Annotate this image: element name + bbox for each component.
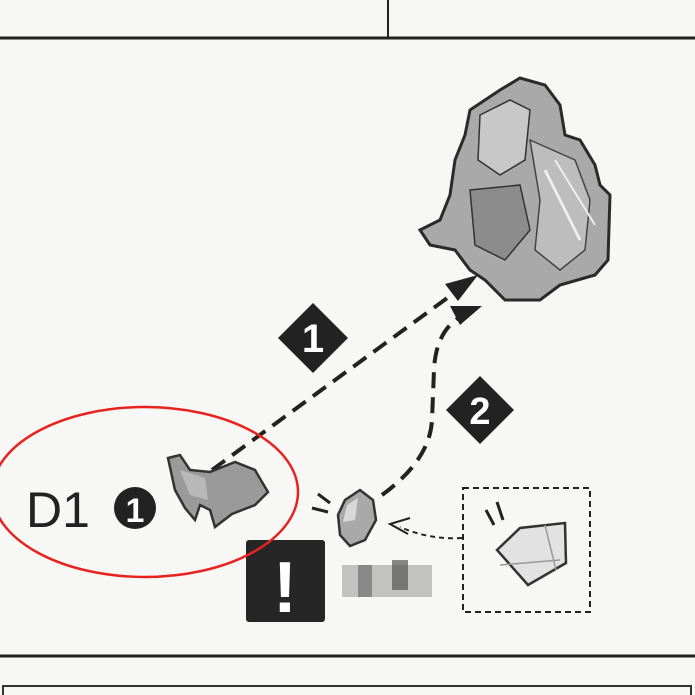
step-marker-2: 2 bbox=[446, 376, 514, 444]
small-part-illustration bbox=[311, 488, 378, 548]
quantity-badge-label: 1 bbox=[126, 492, 145, 530]
dotted-arrow bbox=[399, 526, 463, 540]
step-marker-2-label: 2 bbox=[469, 391, 490, 433]
quantity-badge bbox=[114, 487, 156, 529]
blurred-region bbox=[342, 560, 432, 597]
part-label-d1: D1 bbox=[26, 482, 90, 538]
detail-box bbox=[462, 487, 591, 613]
highlight-ellipse bbox=[0, 405, 300, 579]
dotted-arrowhead bbox=[387, 517, 411, 535]
step-marker-1-label: 1 bbox=[302, 317, 324, 361]
arrowhead-2 bbox=[450, 306, 482, 325]
detail-part-illustration bbox=[484, 501, 568, 587]
caution-symbol: ! bbox=[273, 548, 297, 628]
part-d1-illustration bbox=[166, 453, 270, 530]
dashed-arrow-1 bbox=[210, 283, 467, 472]
dashed-arrow-2 bbox=[380, 310, 471, 497]
step-marker-1: 1 bbox=[278, 303, 348, 373]
next-panel-border bbox=[2, 685, 692, 695]
head-assembly-illustration bbox=[417, 76, 612, 302]
arrowhead-1 bbox=[445, 275, 478, 301]
caution-icon: ! bbox=[246, 540, 325, 628]
